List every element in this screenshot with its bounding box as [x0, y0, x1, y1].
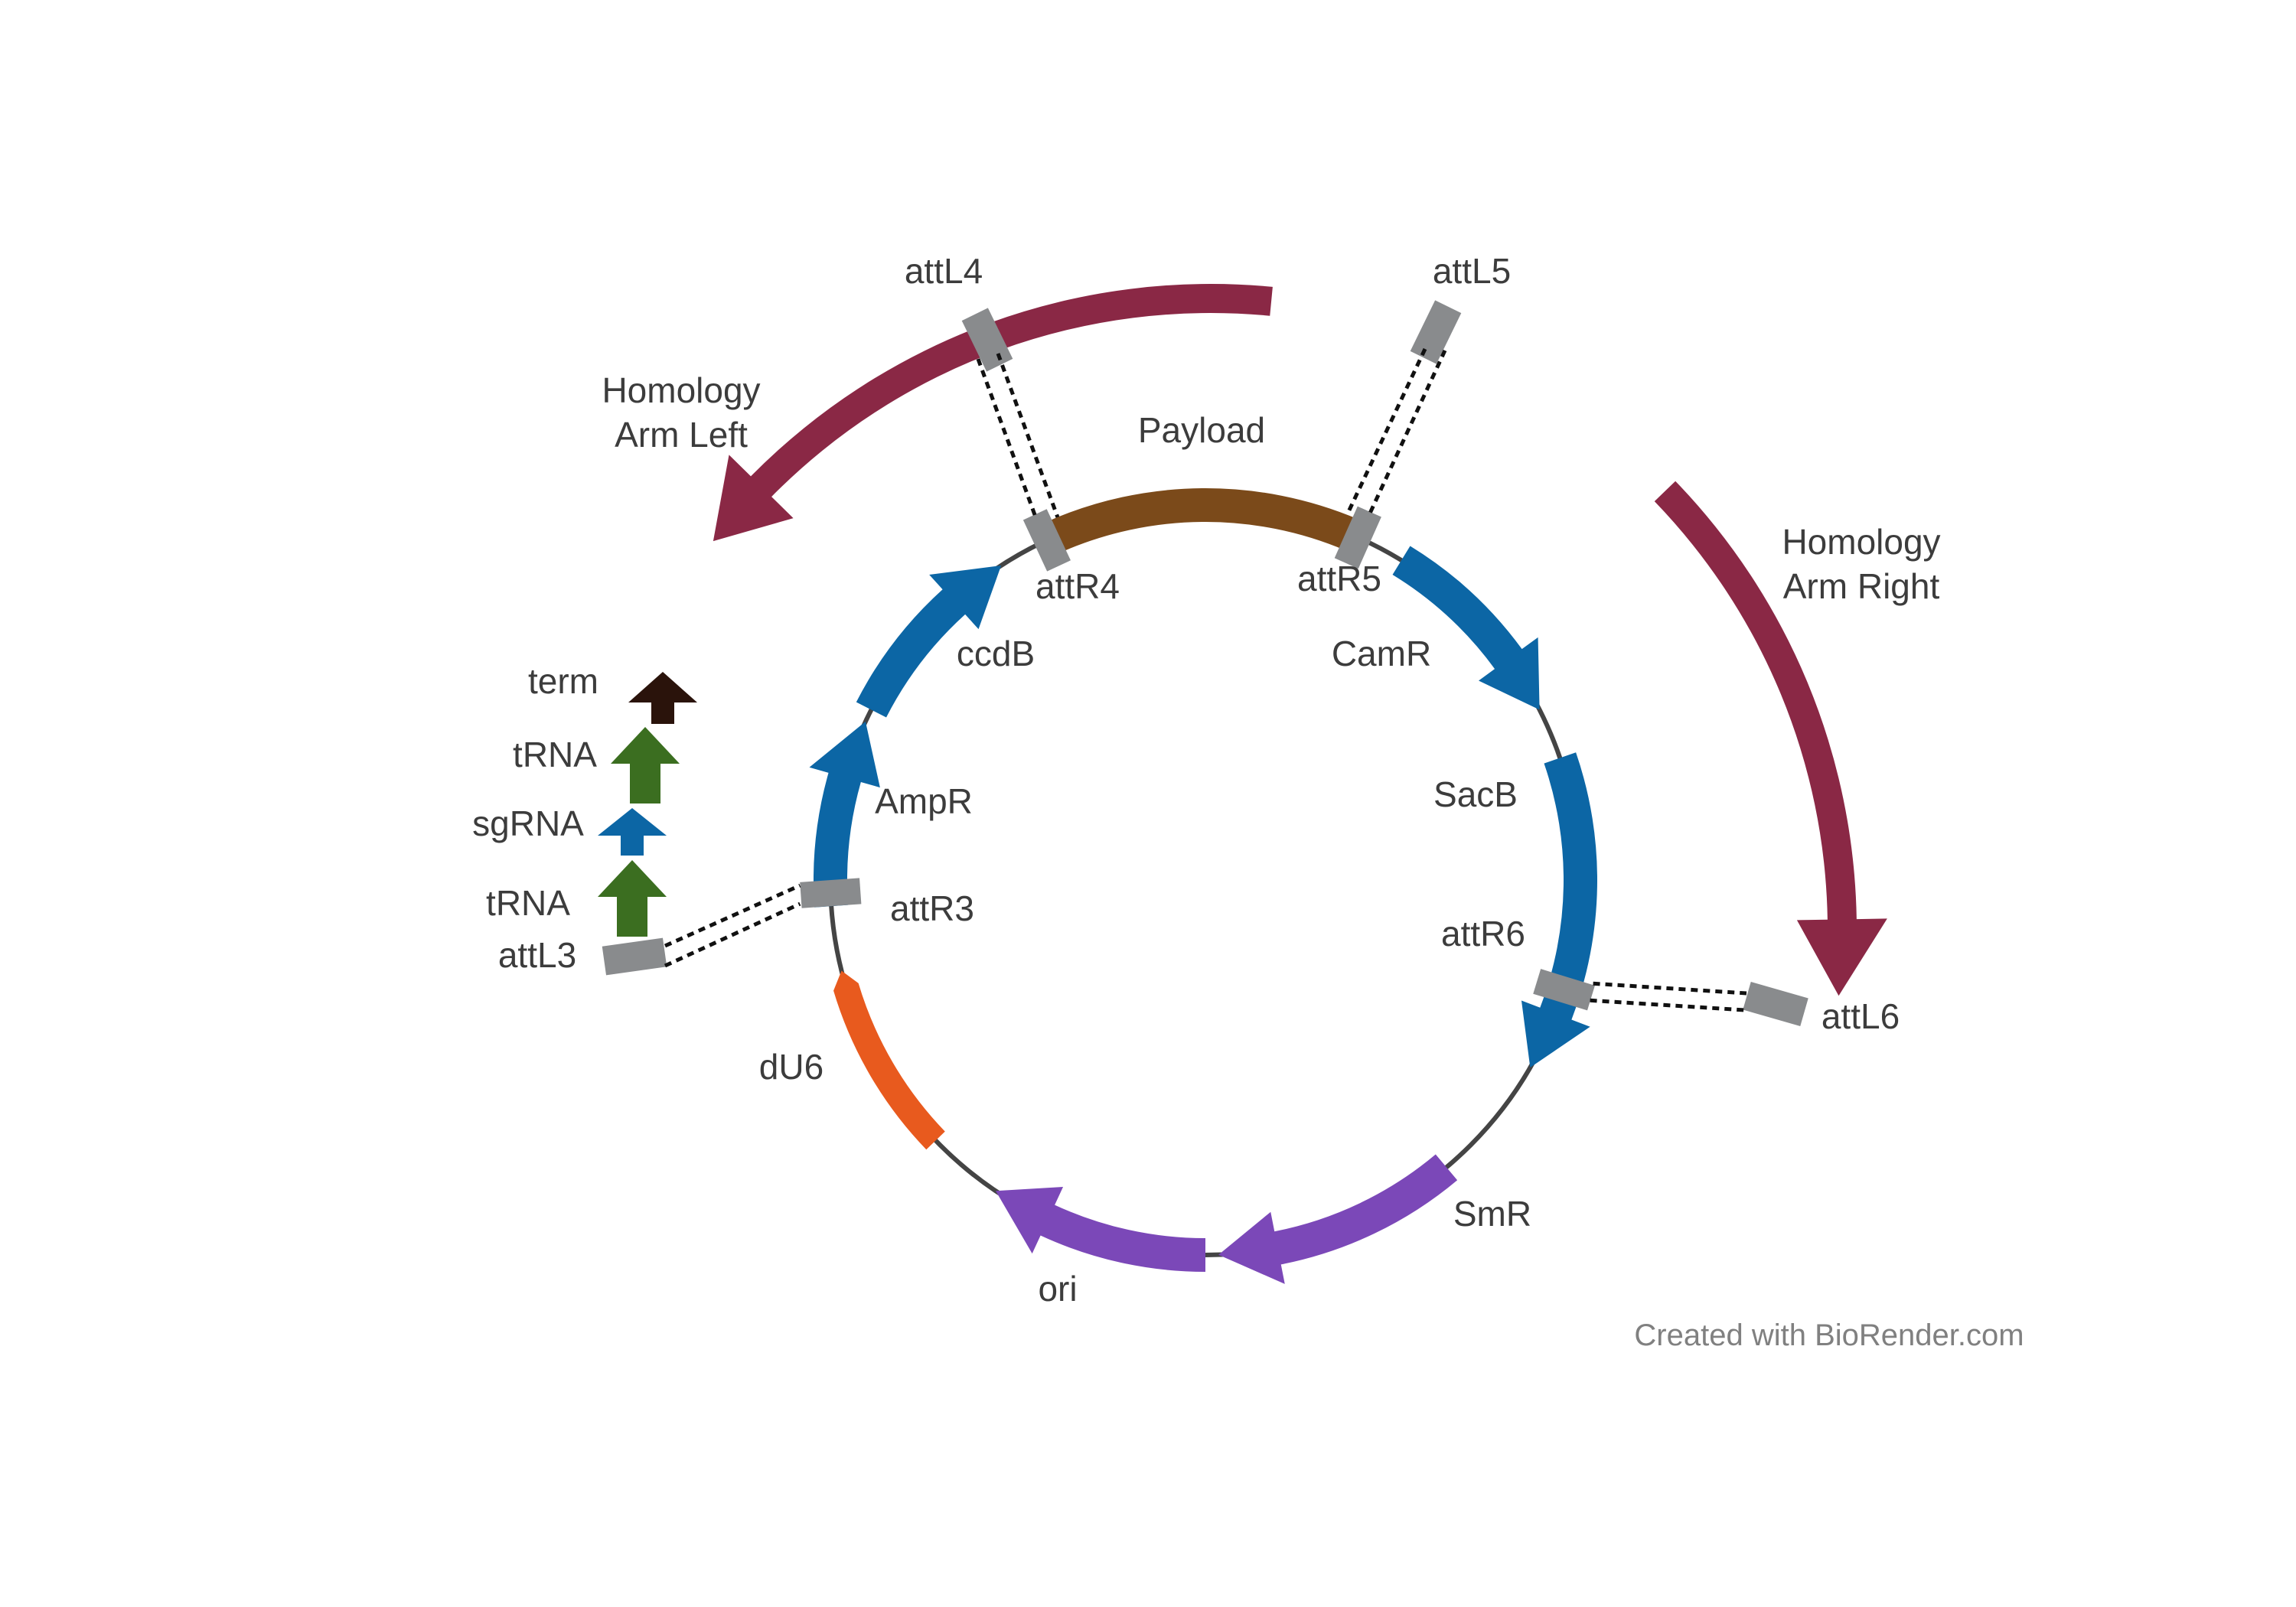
attl3-attr3-dash-a [664, 883, 801, 948]
attl6-label: attL6 [1821, 996, 1900, 1036]
homology-left-line2: Arm Left [615, 415, 748, 455]
attr4-label: attR4 [1035, 566, 1120, 606]
payload-band [1045, 488, 1359, 553]
attl5-site [1410, 300, 1462, 364]
attr6-attl6-dash-b [1590, 998, 1746, 1012]
smr-label: SmR [1453, 1194, 1531, 1234]
attl3-label: attL3 [498, 935, 576, 975]
trna-top-arrow [611, 727, 680, 804]
attr5-label: attR5 [1297, 559, 1381, 598]
credit-text: Created with BioRender.com [1634, 1319, 2024, 1352]
attl6-site [1743, 981, 1808, 1027]
attr3-label: attR3 [890, 888, 974, 928]
sacb-arrow [1521, 752, 1597, 1068]
ori-arrow [995, 1186, 1205, 1272]
attr6-site [1533, 969, 1595, 1011]
attl5-attr5-dash-b [1367, 349, 1447, 517]
trna-bottom-label: tRNA [486, 883, 570, 923]
attr6-label: attR6 [1441, 914, 1525, 953]
sgrna-label: sgRNA [472, 804, 584, 843]
attr4-site [1022, 509, 1071, 572]
camr-arrow [1392, 546, 1540, 710]
sgrna-arrow [598, 808, 667, 856]
term-arrow [628, 672, 697, 724]
attl4-attr4-dash-a [976, 358, 1039, 520]
sacb-label: SacB [1433, 774, 1518, 814]
homology-arm-right-arrow [1654, 481, 1887, 996]
ampr-arrow [809, 721, 880, 908]
ccdb-arrow [856, 566, 1002, 718]
attl5-attr5-dash-a [1345, 347, 1427, 516]
attr5-site [1334, 506, 1381, 569]
camr-label: CamR [1332, 634, 1431, 673]
payload-label: Payload [1138, 410, 1265, 450]
map-graphics [598, 284, 1887, 1284]
attl3-attr3-dash-b [664, 901, 801, 968]
attl3-site [602, 937, 667, 976]
attl5-label: attL5 [1433, 251, 1511, 291]
ampr-label: AmpR [875, 781, 973, 821]
attl4-attr4-dash-b [996, 353, 1060, 518]
homology-right-line1: Homology [1782, 522, 1940, 562]
homology-left-line1: Homology [602, 370, 760, 410]
attl4-label: attL4 [905, 251, 983, 291]
trna-top-label: tRNA [513, 735, 597, 774]
ccdb-label: ccdB [957, 634, 1035, 673]
ori-label: ori [1038, 1269, 1077, 1309]
du6-arrow [833, 970, 945, 1150]
homology-right-line2: Arm Right [1783, 566, 1940, 606]
attr6-attl6-dash-a [1593, 981, 1747, 996]
smr-arrow [1218, 1154, 1458, 1284]
du6-label: dU6 [759, 1047, 823, 1087]
attr3-site [800, 878, 862, 908]
term-label: term [528, 661, 598, 701]
trna-bottom-arrow [598, 860, 667, 937]
